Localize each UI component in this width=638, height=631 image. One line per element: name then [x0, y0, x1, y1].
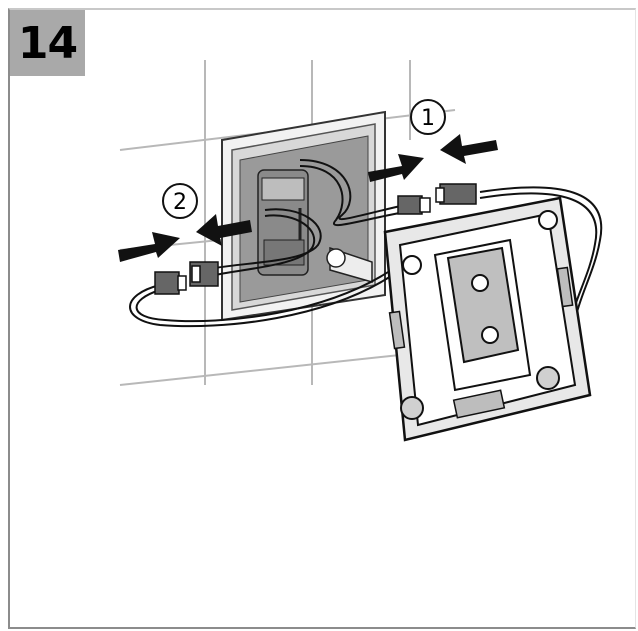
arrow-right-icon — [118, 232, 180, 262]
step-number-badge: 14 — [10, 10, 85, 76]
arrow-left-icon — [196, 214, 252, 246]
cables — [129, 159, 603, 328]
arrow-left-icon — [440, 134, 498, 164]
arrows-step-2 — [118, 214, 252, 262]
callout-1: 1 — [410, 99, 446, 135]
mounting-frame — [383, 196, 592, 442]
connector-2 — [154, 261, 219, 295]
callout-2: 2 — [162, 183, 198, 219]
svg-text:1: 1 — [421, 106, 435, 131]
svg-text:2: 2 — [173, 190, 187, 215]
arrows-step-1 — [368, 134, 498, 182]
step-number: 14 — [17, 17, 78, 69]
illustration-frame — [8, 8, 636, 629]
arrow-right-icon — [368, 154, 424, 182]
connector-1 — [397, 183, 477, 215]
